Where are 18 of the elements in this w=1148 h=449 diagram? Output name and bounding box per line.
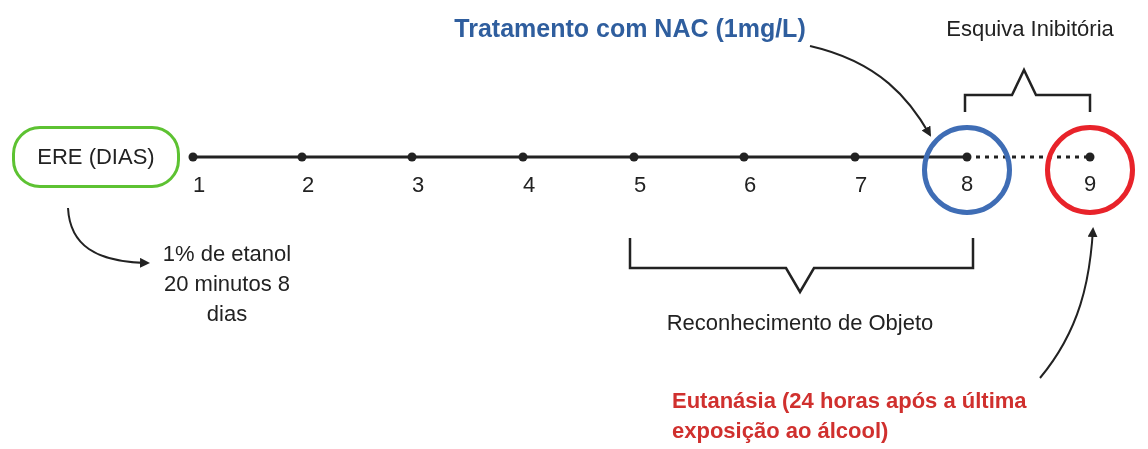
day-number: 4 <box>522 172 536 198</box>
day-circle: 8 <box>922 125 1012 215</box>
arrow <box>67 207 150 268</box>
phase-label: Reconhecimento de Objeto <box>666 310 934 336</box>
day-number: 7 <box>854 172 868 198</box>
start-label-box: ERE (DIAS) <box>12 126 180 188</box>
day-number: 1 <box>192 172 206 198</box>
day-number: 2 <box>301 172 315 198</box>
protocol-note: 1% de etanol 20 minutos 8 dias <box>152 236 302 332</box>
day-number: 3 <box>411 172 425 198</box>
euthanasia-label: Eutanásia (24 horas após a última exposição ao álcool) <box>672 386 1122 446</box>
arrow <box>809 45 931 137</box>
day-number: 6 <box>743 172 757 198</box>
arrow <box>1039 227 1098 379</box>
treatment-label: Tratamento com NAC (1mg/L) <box>430 10 830 46</box>
day-circle: 9 <box>1045 125 1135 215</box>
day-number: 5 <box>633 172 647 198</box>
phase-label: Esquiva Inibitória <box>946 16 1114 42</box>
